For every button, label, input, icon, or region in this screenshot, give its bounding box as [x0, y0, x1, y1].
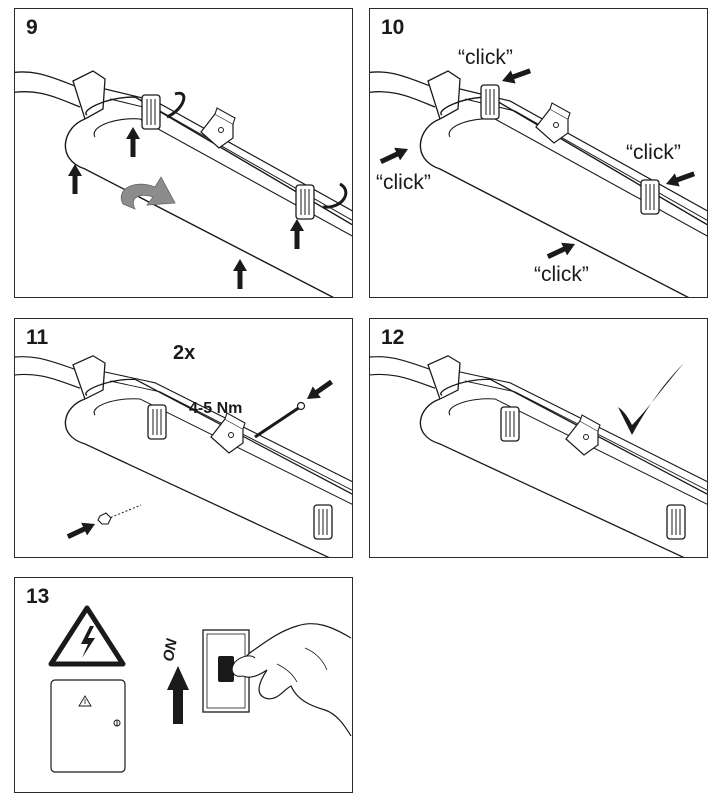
step-number: 9	[26, 16, 38, 39]
push-arrow-icon	[302, 376, 336, 405]
step-11-panel: 11 2x 4-5 Nm	[14, 318, 353, 558]
torque-label: 4-5 Nm	[189, 400, 243, 417]
snap-arrow-icon	[166, 91, 186, 119]
step-12-illustration	[370, 355, 707, 557]
rotate-arrow-icon	[120, 176, 176, 210]
click-label: “click”	[626, 141, 681, 164]
fuse-box-icon	[50, 679, 126, 773]
step-number: 12	[381, 326, 405, 349]
push-arrow-icon	[64, 517, 98, 544]
push-arrow-icon	[544, 237, 578, 264]
push-arrow-icon	[68, 164, 82, 194]
screw-icon	[254, 405, 301, 439]
step-number: 13	[26, 585, 50, 608]
push-arrow-icon	[290, 219, 304, 249]
push-arrow-icon	[377, 142, 411, 169]
step-10-panel: 10 “click” “click” “click” “click”	[369, 8, 708, 298]
click-label: “click”	[458, 46, 513, 69]
step-12-panel: 12	[369, 318, 708, 558]
step-number: 11	[26, 326, 49, 349]
push-arrow-icon	[663, 167, 697, 191]
click-label: “click”	[534, 263, 589, 286]
switch-toggle	[218, 656, 234, 682]
quantity-label: 2x	[173, 342, 196, 364]
click-label: “click”	[376, 171, 431, 194]
high-voltage-warning-icon	[48, 605, 126, 667]
nut-icon	[97, 512, 112, 525]
step-11-illustration	[15, 355, 352, 557]
snap-arrow-icon	[322, 182, 348, 209]
checkmark-icon	[618, 363, 684, 435]
push-arrow-icon	[499, 64, 533, 88]
step-9-panel: 9	[14, 8, 353, 298]
step-13-panel: 13 ON I O	[14, 577, 353, 793]
step-10-illustration	[370, 64, 707, 297]
up-arrow-icon	[167, 666, 189, 724]
push-arrow-icon	[233, 259, 247, 289]
step-13-illustration	[48, 605, 352, 773]
step-9-illustration	[15, 70, 352, 297]
step-number: 10	[381, 16, 405, 39]
